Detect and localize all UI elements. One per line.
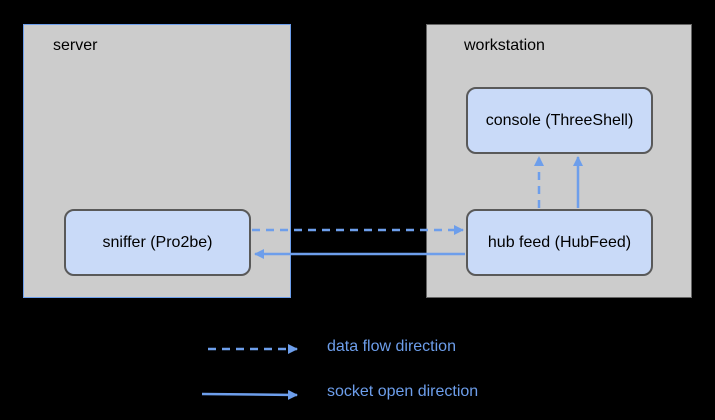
console-node-label: console (ThreeShell) [485, 111, 634, 129]
server-container-label: server [53, 37, 98, 54]
hub-feed-node-label: hub feed (HubFeed) [487, 233, 632, 251]
legend-solid-arrow [201, 389, 298, 400]
legend-solid-label: socket open direction [327, 383, 479, 400]
hub-feed-node: hub feed (HubFeed) [466, 209, 653, 276]
sniffer-node: sniffer (Pro2be) [64, 209, 251, 276]
legend-dashed-label: data flow direction [327, 338, 456, 355]
sniffer-node-label: sniffer (Pro2be) [102, 233, 213, 251]
console-node: console (ThreeShell) [466, 87, 653, 154]
workstation-container-label: workstation [464, 37, 545, 54]
